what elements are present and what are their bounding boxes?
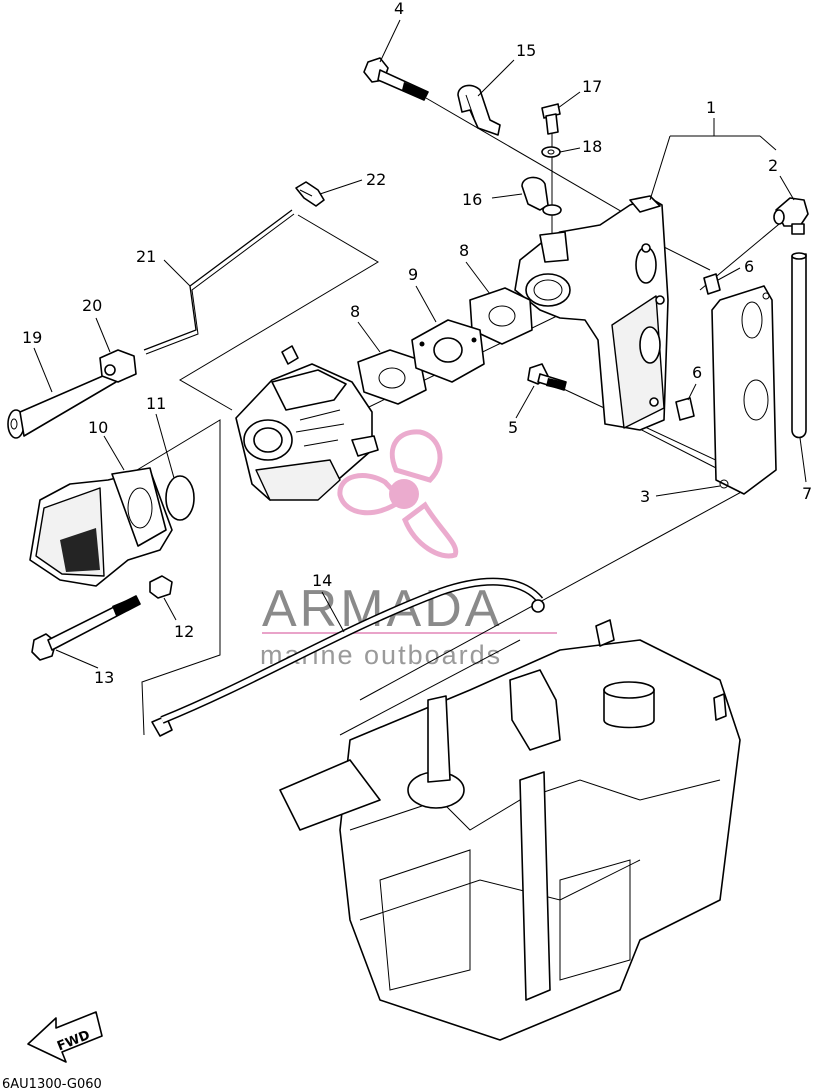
callout-5: 5 xyxy=(508,418,518,437)
bolt-4 xyxy=(363,57,429,101)
hose-14 xyxy=(151,577,545,737)
gasket-8-upper xyxy=(469,287,533,345)
callout-19: 19 xyxy=(22,328,42,347)
callout-1: 1 xyxy=(706,98,716,117)
fwd-arrow: FWD xyxy=(27,1011,103,1063)
clamp-15 xyxy=(457,84,501,136)
bracket-20 xyxy=(99,349,137,383)
callouts: 1 2 3 4 5 6 6 7 8 8 9 10 xyxy=(22,0,812,687)
callout-15: 15 xyxy=(516,41,536,60)
gasket-3 xyxy=(711,285,777,495)
insulator-9 xyxy=(411,319,485,383)
o-ring-11 xyxy=(165,475,195,521)
callout-2: 2 xyxy=(768,156,778,175)
callout-12: 12 xyxy=(174,622,194,641)
intake-manifold-1 xyxy=(514,195,669,431)
hose-7 xyxy=(791,252,807,439)
clip-16 xyxy=(521,176,562,216)
clip-22 xyxy=(295,181,325,207)
callout-6-lower: 6 xyxy=(692,363,702,382)
gasket-8-lower xyxy=(357,349,427,405)
callout-17: 17 xyxy=(582,77,602,96)
callout-20: 20 xyxy=(82,296,102,315)
watermark: ARMADA marine outboards xyxy=(260,429,557,670)
callout-10: 10 xyxy=(88,418,108,437)
carburetor xyxy=(235,345,379,501)
pin-6-upper xyxy=(703,273,721,295)
propeller-logo xyxy=(337,429,459,559)
callout-3: 3 xyxy=(640,487,650,506)
callout-18: 18 xyxy=(582,137,602,156)
choke-rod-21 xyxy=(143,209,295,355)
callout-8-lower: 8 xyxy=(350,302,360,321)
callout-22: 22 xyxy=(366,170,386,189)
bolt-17 xyxy=(541,103,561,135)
callout-9: 9 xyxy=(408,265,418,284)
callout-16: 16 xyxy=(462,190,482,209)
pin-6-lower xyxy=(675,397,695,421)
callout-7: 7 xyxy=(802,484,812,503)
callout-11: 11 xyxy=(146,394,166,413)
watermark-brand: ARMADA xyxy=(262,580,502,638)
joint-2 xyxy=(773,197,809,235)
callout-6-upper: 6 xyxy=(744,257,754,276)
callout-8-upper: 8 xyxy=(459,241,469,260)
silencer-10 xyxy=(29,467,173,587)
bolt-5 xyxy=(527,363,567,391)
callout-14: 14 xyxy=(312,571,332,590)
callout-21: 21 xyxy=(136,247,156,266)
engine-block xyxy=(279,619,741,1041)
callout-13: 13 xyxy=(94,668,114,687)
callout-4: 4 xyxy=(394,0,404,18)
nut-12 xyxy=(149,575,173,599)
diagram-code: 6AU1300-G060 xyxy=(2,1077,102,1091)
washer-18 xyxy=(541,146,561,158)
bolt-13 xyxy=(31,595,141,661)
